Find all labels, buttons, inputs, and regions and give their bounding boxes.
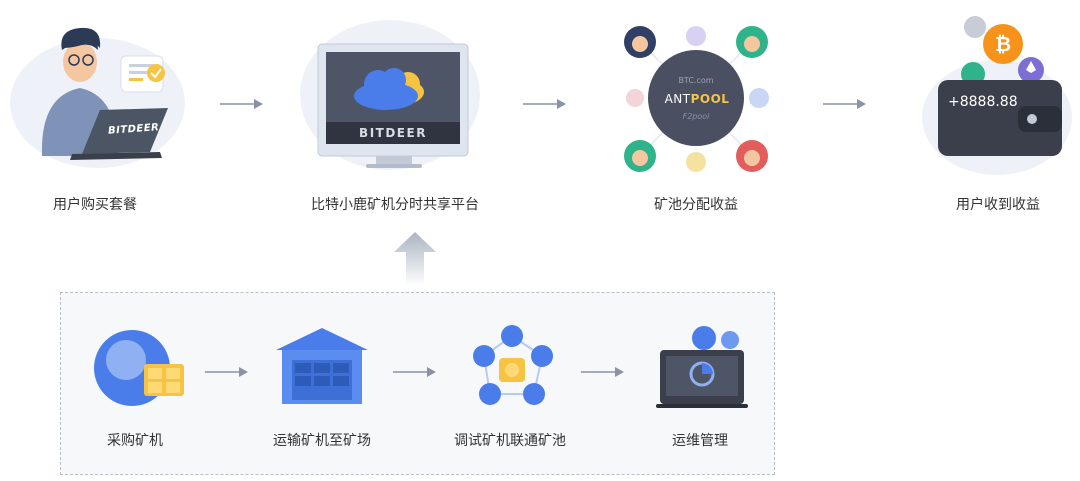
step-wallet: ₿ +8888.88 (900, 0, 1080, 190)
svg-text:₿: ₿ (995, 32, 1011, 56)
antpool-prefix: ANT (664, 92, 691, 106)
arrow-right-icon (205, 367, 248, 377)
wallet-amount: +8888.88 (948, 94, 1018, 110)
mining-pool-illustration (624, 26, 769, 172)
bottom-label-network: 调试矿机联通矿池 (454, 433, 566, 449)
arrow-right-icon (393, 367, 436, 377)
step-label-platform: 比特小鹿矿机分时共享平台 (311, 197, 479, 213)
warehouse-illustration (276, 328, 368, 404)
wallet-illustration: ₿ (938, 16, 1062, 156)
globe-miner-illustration (94, 330, 184, 406)
bitcoin-icon (983, 24, 1023, 64)
litecoin-icon (964, 16, 986, 38)
monitor-illustration (317, 43, 469, 168)
network-illustration (473, 325, 553, 405)
user-with-laptop-illustration (41, 27, 168, 160)
step-platform: BITDEER (290, 0, 500, 190)
arrow-right-icon (220, 99, 263, 109)
monitor-brand: BITDEER (359, 126, 427, 140)
step-label-mining-pool: 矿池分配收益 (654, 197, 738, 213)
pool-name-antpool: ANTPOOL (652, 92, 742, 106)
step-user-purchase: BITDEER (0, 0, 200, 230)
arrow-right-icon (581, 367, 624, 377)
pool-name-f2pool: F2pool (682, 112, 710, 121)
arrow-right-icon (823, 99, 866, 109)
bottom-label-purchase: 采购矿机 (107, 433, 163, 449)
arrow-right-icon (523, 99, 566, 109)
up-arrow-icon (394, 232, 436, 286)
bottom-label-maintenance: 运维管理 (672, 433, 728, 449)
step-label-user-purchase: 用户购买套餐 (53, 197, 137, 213)
antpool-suffix: POOL (690, 92, 730, 106)
step-mining-pool: BTC.com ANTPOOL F2pool (600, 0, 800, 190)
step-label-wallet: 用户收到收益 (956, 197, 1040, 213)
pool-name-btccom: BTC.com (678, 76, 714, 85)
maintenance-illustration (656, 326, 748, 408)
bottom-label-transport: 运输矿机至矿场 (273, 433, 371, 449)
